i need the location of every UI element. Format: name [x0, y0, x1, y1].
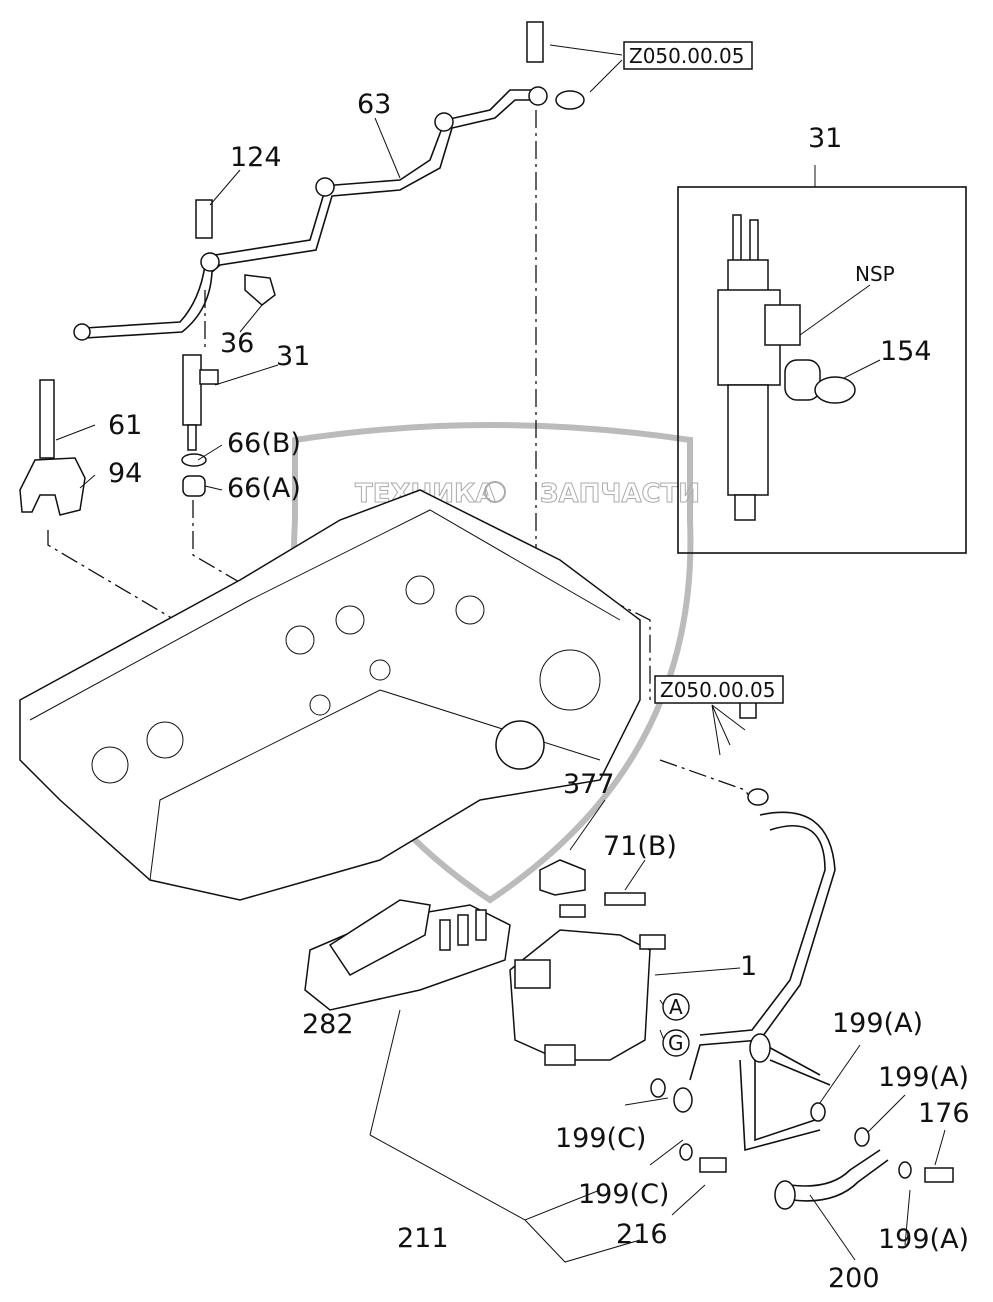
label-282: 282 — [302, 1009, 354, 1040]
label-199c-2: 199(C) — [578, 1179, 669, 1210]
label-216: 216 — [616, 1219, 668, 1250]
label-211: 211 — [397, 1223, 449, 1254]
reference-middle-label: Z050.00.05 — [660, 678, 776, 702]
circle-mark-a: A — [662, 993, 690, 1021]
label-66b: 66(B) — [227, 428, 301, 459]
gear-icon — [484, 481, 506, 503]
label-94: 94 — [108, 458, 142, 489]
label-36: 36 — [220, 328, 254, 359]
injector — [181, 354, 219, 497]
reference-top[interactable]: Z050.00.05 — [623, 41, 753, 70]
part-labels: 63 124 36 31 61 94 66(B) 66(A) 377 71(B)… — [108, 89, 970, 1294]
label-61: 61 — [108, 410, 142, 441]
label-199c-1: 199(C) — [555, 1123, 646, 1154]
label-199a-1: 199(A) — [832, 1008, 923, 1039]
detail-part-label: 31 — [808, 123, 842, 154]
fuel-pump — [304, 859, 666, 1066]
label-199a-3: 199(A) — [878, 1224, 969, 1255]
washers — [650, 1078, 912, 1179]
cylinder-head — [19, 489, 641, 901]
svg-text:G: G — [668, 1031, 684, 1055]
stud-and-clamp — [19, 379, 86, 516]
circle-mark-g: G — [662, 1029, 690, 1057]
oring-label: 154 — [880, 336, 932, 367]
watermark-right: ЗАПЧАСТИ — [540, 479, 700, 509]
label-66a: 66(A) — [227, 473, 301, 504]
reference-middle[interactable]: Z050.00.05 — [654, 675, 784, 704]
high-pressure-pipes — [673, 679, 954, 1210]
nsp-label: NSP — [855, 262, 895, 286]
svg-text:A: A — [669, 995, 683, 1019]
fuel-return-pipe — [73, 21, 585, 341]
injector-detail-box: 31 NSP 154 — [677, 123, 967, 554]
label-71b: 71(B) — [603, 831, 677, 862]
label-199a-2: 199(A) — [878, 1062, 969, 1093]
label-31: 31 — [276, 341, 310, 372]
label-176: 176 — [918, 1098, 970, 1129]
label-124: 124 — [230, 142, 282, 173]
leader-lines — [55, 44, 946, 1263]
label-377: 377 — [563, 769, 615, 800]
label-63: 63 — [357, 89, 391, 120]
label-200: 200 — [828, 1263, 880, 1294]
label-1: 1 — [740, 951, 757, 982]
reference-top-label: Z050.00.05 — [629, 44, 745, 68]
